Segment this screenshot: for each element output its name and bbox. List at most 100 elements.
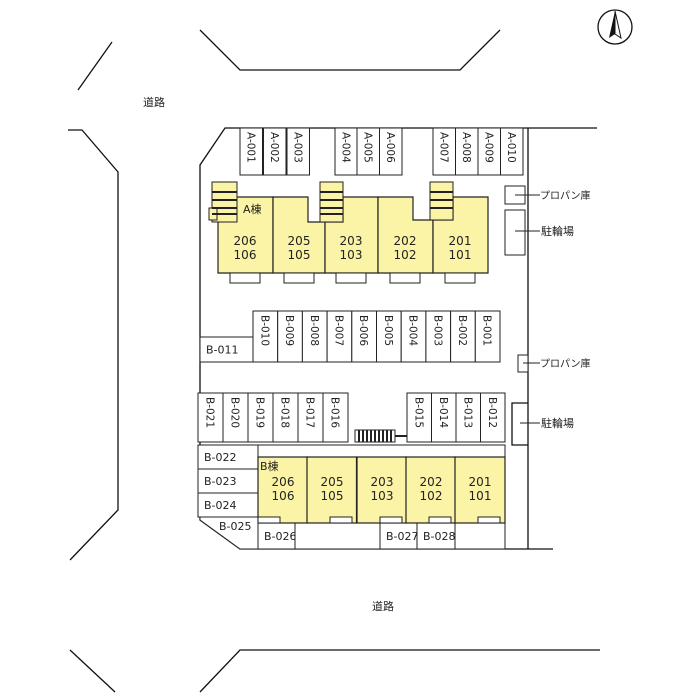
bicycle-parking-a — [504, 209, 526, 256]
road-label-bottom: 道路 — [372, 599, 394, 613]
unit-number-lower: 105 — [288, 248, 311, 262]
stairs-icon — [208, 181, 454, 223]
bike-label-b: 駐輪場 — [541, 416, 574, 430]
parking-space-label: A-002 — [268, 132, 280, 163]
parking-space-a: A-001 — [239, 127, 263, 176]
unit-number-upper: 206 — [272, 475, 295, 489]
parking-space-b: B-018 — [272, 392, 299, 443]
parking-space-a: A-002 — [263, 127, 287, 176]
north-arrow-icon — [597, 9, 633, 45]
unit-number-upper: 203 — [340, 234, 363, 248]
parking-space-a: A-003 — [286, 127, 310, 176]
unit-number-upper: 202 — [420, 475, 443, 489]
unit-number-lower: 105 — [321, 489, 344, 503]
parking-space-label: B-008 — [308, 315, 320, 346]
parking-space-a: A-008 — [455, 127, 479, 176]
parking-space-label: B-003 — [431, 315, 443, 346]
bike-label-a: 駐輪場 — [541, 224, 574, 238]
parking-space-label: B-023 — [204, 475, 237, 488]
parking-space-label: B-001 — [481, 315, 493, 346]
parking-space-label: B-026 — [264, 530, 297, 543]
parking-space-label: B-010 — [258, 315, 270, 346]
parking-space-label: B-018 — [279, 397, 291, 428]
unit-number-upper: 205 — [288, 234, 311, 248]
parking-space-label: A-008 — [460, 132, 472, 163]
parking-space-label: A-003 — [291, 132, 303, 163]
parking-space-a: A-006 — [379, 127, 403, 176]
unit-number-lower: 102 — [420, 489, 443, 503]
parking-space-label: B-016 — [329, 397, 341, 428]
building-b-label: B棟 — [260, 459, 279, 473]
balcony — [335, 272, 367, 284]
parking-space-label: B-027 — [386, 530, 419, 543]
parking-space-b: B-015 — [406, 392, 432, 443]
parking-space-label: B-017 — [304, 397, 316, 428]
parking-space-a: A-005 — [356, 127, 380, 176]
parking-space-b: B-013 — [455, 392, 481, 443]
bicycle-parking-b — [511, 402, 528, 446]
unit-b — [257, 456, 309, 524]
entrance — [477, 516, 501, 524]
parking-space-label: A-007 — [437, 132, 449, 163]
parking-space-label: B-002 — [456, 315, 468, 346]
propane-label-b: プロパン庫 — [540, 357, 591, 370]
parking-space-b: B-021 — [197, 392, 224, 443]
parking-space-label: B-006 — [357, 315, 369, 346]
parking-space-b: B-009 — [277, 310, 303, 363]
building-a — [208, 181, 489, 274]
parking-space-b: B-011 — [199, 336, 254, 363]
unit-number-lower: 103 — [371, 489, 394, 503]
parking-space-b: B-007 — [326, 310, 353, 363]
parking-space-b: B-002 — [450, 310, 476, 363]
unit-number-lower: 106 — [234, 248, 257, 262]
parking-space-label: A-006 — [384, 132, 396, 163]
parking-space-label: A-005 — [361, 132, 373, 163]
parking-space-label: B-021 — [204, 397, 216, 428]
parking-space-label: B-009 — [283, 315, 295, 346]
entrance — [257, 516, 281, 524]
parking-space-b: B-005 — [376, 310, 402, 363]
balcony — [283, 272, 315, 284]
parking-space-b: B-006 — [351, 310, 377, 363]
parking-space-label: A-010 — [505, 132, 517, 163]
parking-space-b: B-016 — [322, 392, 349, 443]
unit-number-upper: 203 — [371, 475, 394, 489]
unit-number-lower: 101 — [469, 489, 492, 503]
balcony — [444, 272, 476, 284]
unit-number-lower: 102 — [394, 248, 417, 262]
unit-b — [405, 456, 457, 524]
building-b-walkway — [257, 444, 506, 458]
parking-space-label: B-005 — [382, 315, 394, 346]
parking-space-b: B-025 — [199, 516, 259, 550]
parking-space-label: B-022 — [204, 451, 237, 464]
parking-space-a: A-010 — [500, 127, 524, 176]
parking-space-label: A-001 — [244, 132, 256, 163]
entrance — [379, 516, 403, 524]
unit-number-upper: 202 — [394, 234, 417, 248]
unit-number-lower: 103 — [340, 248, 363, 262]
parking-space-label: A-004 — [339, 132, 351, 163]
parking-space-b: B-027 — [379, 522, 419, 550]
stairs-icon — [354, 429, 407, 443]
parking-space-label: B-014 — [437, 397, 449, 428]
parking-space-b: B-014 — [431, 392, 457, 443]
unit-number-upper: 206 — [234, 234, 257, 248]
parking-space-b: B-022 — [197, 444, 259, 470]
parking-space-b: B-023 — [197, 468, 259, 494]
unit-number-upper: 205 — [321, 475, 344, 489]
unit-number-upper: 201 — [449, 234, 472, 248]
parking-space-b: B-008 — [301, 310, 328, 363]
parking-space-b: B-019 — [247, 392, 274, 443]
parking-space-b: B-026 — [257, 522, 297, 550]
parking-space-b: B-024 — [197, 492, 259, 518]
parking-space-b: B-020 — [222, 392, 249, 443]
parking-space-b: B-028 — [416, 522, 456, 550]
building-a-label: A棟 — [243, 202, 262, 216]
parking-space-label: B-020 — [229, 397, 241, 428]
road-label-top: 道路 — [143, 95, 165, 109]
balcony — [389, 272, 421, 284]
propane-label-a: プロパン庫 — [540, 189, 591, 202]
parking-space-label: B-013 — [461, 397, 473, 428]
balcony — [229, 272, 261, 284]
